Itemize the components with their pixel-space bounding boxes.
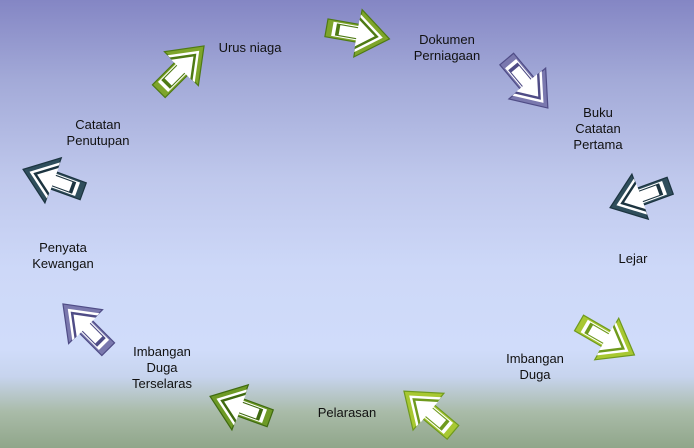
step-label-catatan-penutupan: Catatan Penutupan <box>66 117 130 148</box>
arrow-urus-niaga <box>151 45 205 99</box>
step-label-pelarasan: Pelarasan <box>317 405 377 420</box>
arrow-imbangan-duga <box>573 314 636 361</box>
arrow-catatan-penutupan <box>22 156 88 205</box>
step-label-imbangan-duga: Imbangan Duga <box>506 351 564 382</box>
step-label-imbangan-duga-terselaras: Imbangan Duga Terselaras <box>132 344 192 391</box>
step-label-buku-catatan-pertama: Buku Catatan Pertama <box>573 105 623 152</box>
step-label-urus-niaga: Urus niaga <box>218 40 282 55</box>
arrow-lejar <box>609 172 675 221</box>
step-label-dokumen-perniagaan: Dokumen Perniagaan <box>413 32 481 63</box>
arrow-dokumen-perniagaan <box>324 8 391 59</box>
arrow-imbangan-duga-terselaras <box>209 383 275 432</box>
step-label-penyata-kewangan: Penyata Kewangan <box>32 240 94 271</box>
arrow-penyata-kewangan <box>62 303 116 357</box>
arrow-pelarasan <box>403 390 460 441</box>
arrow-buku-catatan-pertama <box>498 52 549 109</box>
step-label-lejar: Lejar <box>618 251 648 266</box>
